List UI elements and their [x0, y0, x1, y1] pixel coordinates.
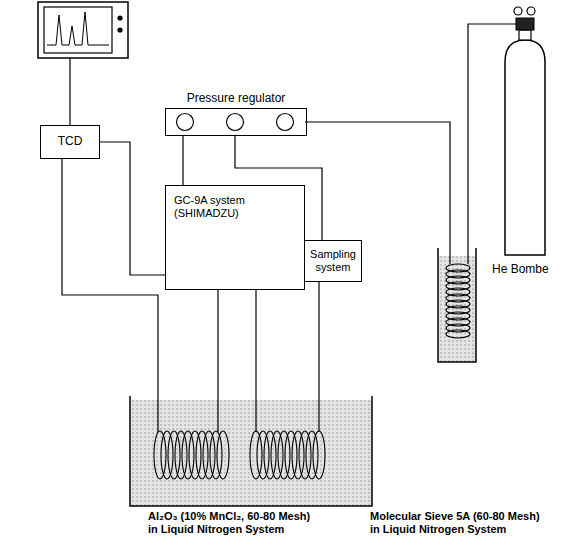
coil-turn	[189, 431, 201, 479]
coil-turn	[175, 431, 187, 479]
gas-tube	[318, 282, 319, 432]
adsorption-column-coil	[250, 431, 325, 479]
coil-turn	[292, 431, 304, 479]
gc-system-box: GC-9A system (SHIMADZU)	[165, 185, 305, 290]
coil-turn	[299, 431, 311, 479]
coil-turn	[257, 431, 269, 479]
coil-turn	[285, 431, 297, 479]
coil-turn	[168, 431, 180, 479]
regulator-gauge	[227, 114, 244, 131]
valve-knob	[514, 7, 522, 15]
dewar-vessel	[130, 396, 372, 506]
coil-turn	[154, 431, 166, 479]
coil-turn	[182, 431, 194, 479]
box-label: GC-9A system (SHIMADZU)	[174, 194, 274, 219]
gas-line	[100, 142, 165, 275]
monitor-button	[117, 15, 122, 20]
column-caption: Molecular Sieve 5A (60-80 Mesh) in Liqui…	[370, 510, 548, 536]
monitor-frame	[38, 2, 128, 58]
gas-line	[182, 136, 183, 185]
detector-box: TCD	[40, 125, 100, 159]
liquid-nitrogen	[130, 400, 372, 506]
box-heading: Pressure regulator	[166, 92, 306, 106]
coil-turn	[196, 431, 208, 479]
regulator-gauge	[177, 114, 194, 131]
cylinder-label: He Bombe	[492, 262, 549, 276]
coil-turn	[217, 431, 229, 479]
coil-turn	[306, 431, 318, 479]
gas-tube	[217, 290, 218, 432]
column-caption: Al₂O₃ (10% MnCl₂, 60-80 Mesh) in Liquid …	[148, 510, 319, 536]
coil-turn	[250, 431, 262, 479]
sampling-system-box: Sampling system	[304, 240, 362, 282]
valve-knob	[527, 7, 535, 15]
chromatogram-peaks	[47, 12, 109, 45]
box-label: TCD	[58, 135, 83, 149]
signal-line	[69, 58, 70, 125]
box-label: Sampling system	[308, 248, 358, 273]
gas-cylinder	[505, 40, 545, 255]
dewar-vessel	[438, 248, 476, 362]
coil-turn	[271, 431, 283, 479]
cylinder-neck	[519, 30, 531, 40]
monitor-screen	[44, 7, 112, 53]
coil-turn	[446, 330, 470, 338]
gas-tube	[255, 290, 256, 432]
coil-turn	[210, 431, 222, 479]
liquid-nitrogen	[438, 256, 476, 362]
coil-turn	[264, 431, 276, 479]
pressure-regulator-box: Pressure regulator	[165, 108, 307, 136]
cylinder-valve	[516, 18, 534, 30]
gas-tube	[62, 159, 158, 432]
adsorption-column-coil	[154, 431, 229, 479]
coil-turn	[278, 431, 290, 479]
coil-turn	[203, 431, 215, 479]
molecular-sieve-coil	[446, 264, 470, 338]
coil-turn	[161, 431, 173, 479]
coil-turn	[313, 431, 325, 479]
monitor-button	[117, 27, 122, 32]
regulator-gauge	[277, 114, 294, 131]
